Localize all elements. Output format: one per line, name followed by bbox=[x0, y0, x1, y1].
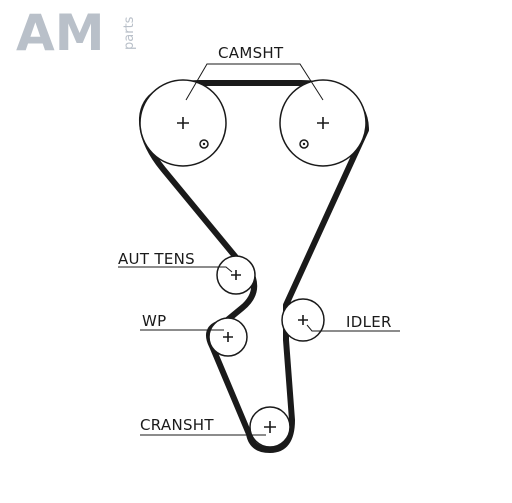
leader-lines bbox=[118, 63, 400, 436]
logo-main-text: AM bbox=[16, 4, 104, 62]
center-mark-icon bbox=[264, 421, 276, 433]
am-parts-logo: AM parts bbox=[16, 4, 137, 62]
idler-leader bbox=[306, 324, 400, 332]
camshaft-pulley-left bbox=[139, 79, 227, 167]
center-mark-icon bbox=[231, 270, 241, 280]
label-camshaft: CAMSHT bbox=[218, 44, 284, 62]
crankshaft-pulley bbox=[249, 406, 291, 448]
center-mark-icon bbox=[223, 332, 233, 342]
timing-mark-icon bbox=[299, 139, 309, 149]
center-mark-icon bbox=[177, 117, 189, 129]
idler-pulley bbox=[281, 298, 325, 342]
camshaft-pulley-right bbox=[279, 79, 367, 167]
center-mark-icon bbox=[298, 315, 308, 325]
tensioner-leader bbox=[118, 266, 233, 273]
label-crankshaft: CRANSHT bbox=[140, 416, 214, 434]
water-pump-pulley bbox=[208, 317, 248, 357]
camshaft-leader bbox=[185, 63, 324, 101]
logo-sub-text: parts bbox=[122, 16, 137, 50]
label-idler: IDLER bbox=[346, 313, 392, 331]
label-tensioner: AUT TENS bbox=[118, 250, 195, 268]
tensioner-pulley bbox=[216, 255, 256, 295]
timing-mark-icon bbox=[199, 139, 209, 149]
center-mark-icon bbox=[317, 117, 329, 129]
label-water-pump: WP bbox=[142, 312, 166, 330]
